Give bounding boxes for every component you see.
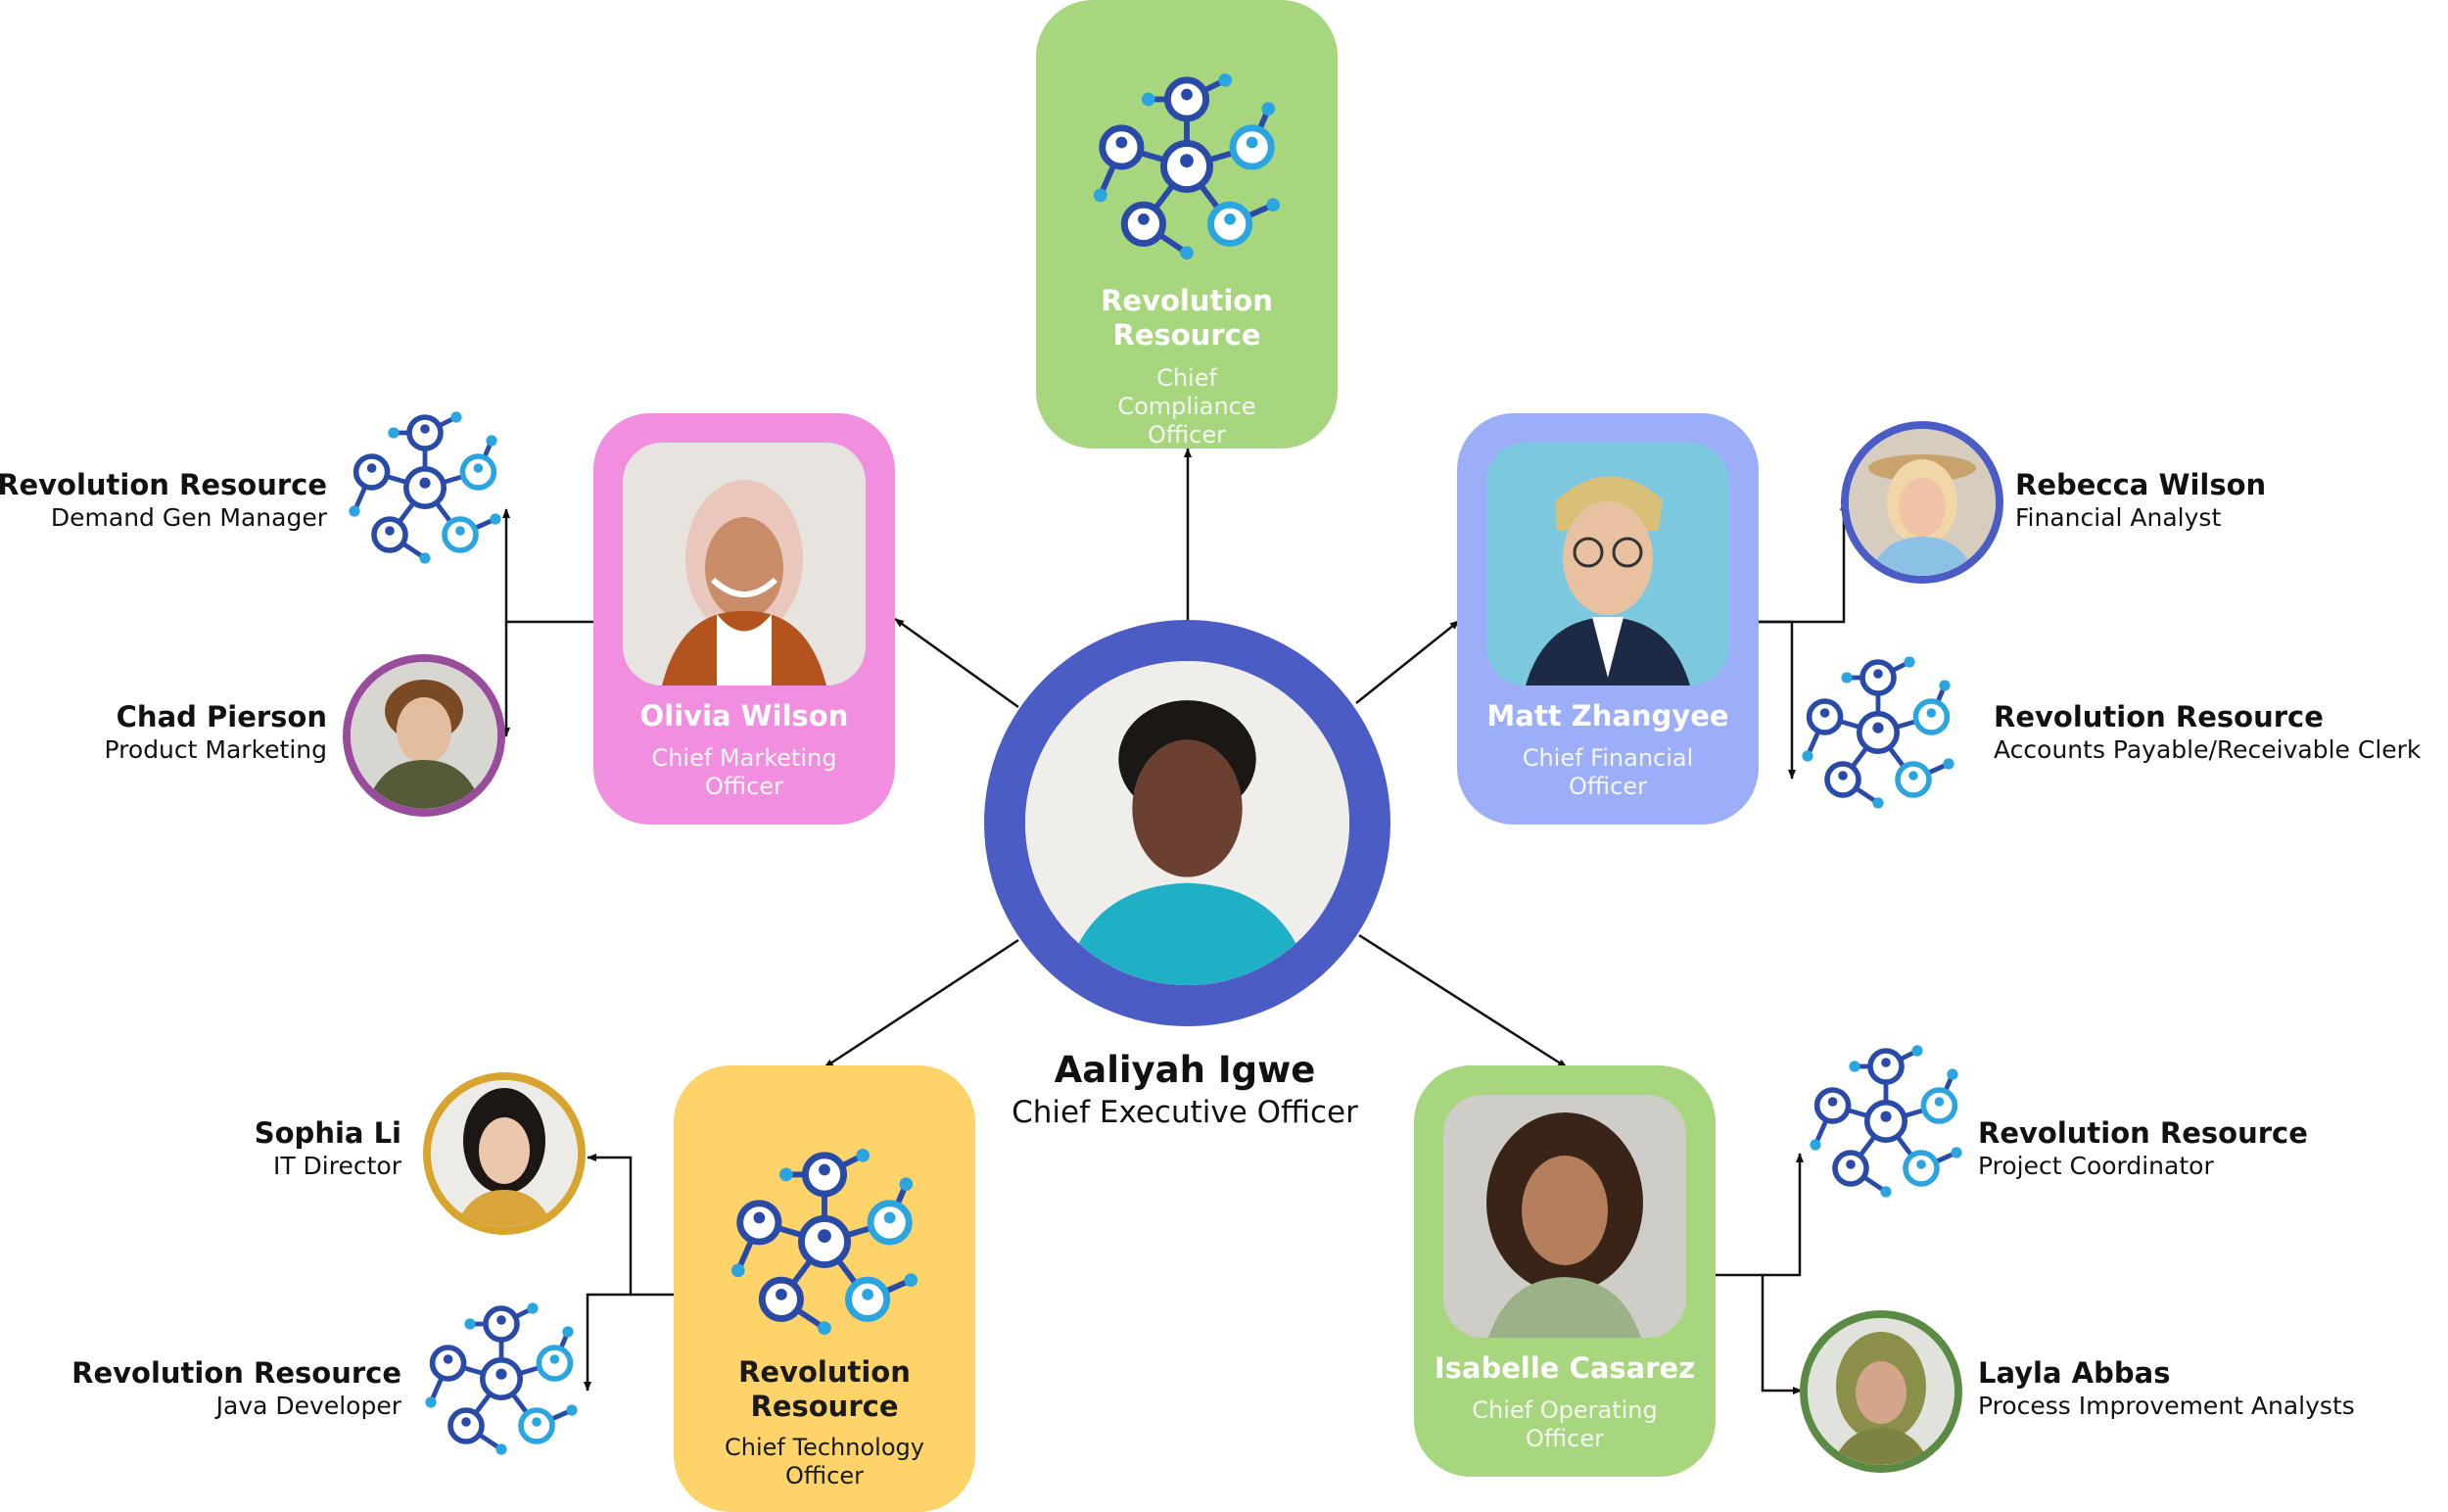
- report-java-dev: Revolution Resource Java Developer: [71, 1356, 401, 1423]
- card-title: Chief Operating Officer: [1472, 1396, 1658, 1452]
- report-ap-ar: Revolution Resource Accounts Payable/Rec…: [1994, 700, 2421, 767]
- people-network-icon: [1091, 71, 1283, 262]
- ceo-name: Aaliyah Igwe: [1054, 1049, 1316, 1091]
- photo-isabelle-casarez: [1443, 1095, 1686, 1338]
- ceo-label: Aaliyah Igwe Chief Executive Officer: [979, 1048, 1390, 1132]
- report-name: Layla Abbas: [1978, 1356, 2171, 1390]
- card-name: Revolution Resource: [1101, 284, 1273, 352]
- line-ceo-technology: [824, 938, 1019, 1069]
- line-ceo-financial: [1355, 620, 1460, 704]
- report-title: Project Coordinator: [1978, 1152, 2214, 1180]
- report-name: Revolution Resource: [71, 1356, 401, 1390]
- report-name: Revolution Resource: [1994, 700, 2324, 733]
- line-marketing-demand: [502, 508, 593, 624]
- report-title: Process Improvement Analysts: [1978, 1392, 2355, 1420]
- report-financial-analyst: Rebecca Wilson Financial Analyst: [2015, 468, 2266, 535]
- people-network-icon: [1800, 654, 1956, 811]
- line-ops-process: [1761, 1275, 1803, 1394]
- avatar-chad-pierson[interactable]: [343, 654, 505, 817]
- card-name: Revolution Resource: [738, 1355, 911, 1423]
- card-chief-marketing[interactable]: Olivia Wilson Chief Marketing Officer: [593, 413, 895, 825]
- report-demand-gen: Revolution Resource Demand Gen Manager: [0, 468, 327, 535]
- line-financial-analyst: [1758, 500, 1848, 624]
- card-name: Matt Zhangyee: [1486, 699, 1729, 732]
- report-project-coord: Revolution Resource Project Coordinator: [1978, 1116, 2308, 1183]
- report-name: Sophia Li: [254, 1116, 401, 1150]
- line-tech-it: [587, 1154, 674, 1297]
- report-it-director: Sophia Li IT Director: [255, 1116, 401, 1183]
- report-title: Financial Analyst: [2015, 503, 2222, 532]
- report-name: Revolution Resource: [1978, 1116, 2308, 1150]
- people-network-icon: [1808, 1043, 1964, 1200]
- card-chief-compliance[interactable]: Revolution Resource Chief Compliance Off…: [1036, 0, 1338, 449]
- ceo-photo[interactable]: [984, 620, 1390, 1026]
- people-network-icon: [347, 409, 503, 566]
- card-title: Chief Compliance Officer: [1117, 364, 1256, 449]
- card-chief-financial[interactable]: Matt Zhangyee Chief Financial Officer: [1457, 413, 1759, 825]
- card-title: Chief Marketing Officer: [651, 744, 837, 800]
- avatar-sophia-li[interactable]: [423, 1072, 586, 1235]
- report-title: Accounts Payable/Receivable Clerk: [1994, 735, 2422, 764]
- photo-olivia-wilson: [623, 443, 866, 685]
- report-title: IT Director: [272, 1152, 401, 1180]
- report-product-marketing: Chad Pierson Product Marketing: [105, 700, 327, 767]
- card-name: Olivia Wilson: [639, 699, 849, 732]
- ceo-title: Chief Executive Officer: [1012, 1095, 1358, 1130]
- report-name: Chad Pierson: [116, 700, 327, 733]
- card-chief-technology[interactable]: Revolution Resource Chief Technology Off…: [674, 1065, 975, 1512]
- photo-matt-zhangyee: [1486, 443, 1729, 685]
- line-tech-java: [584, 1293, 631, 1392]
- line-ceo-operating: [1358, 933, 1568, 1069]
- report-name: Revolution Resource: [0, 468, 327, 501]
- line-financial-apar: [1758, 620, 1796, 780]
- report-title: Java Developer: [215, 1392, 401, 1420]
- card-name: Isabelle Casarez: [1434, 1351, 1696, 1385]
- line-ceo-marketing: [894, 617, 1019, 709]
- avatar-layla-abbas[interactable]: [1800, 1310, 1962, 1473]
- report-process-improvement: Layla Abbas Process Improvement Analysts: [1978, 1356, 2355, 1423]
- report-name: Rebecca Wilson: [2015, 468, 2267, 501]
- card-title: Chief Technology Officer: [725, 1434, 924, 1489]
- report-title: Product Marketing: [104, 735, 327, 764]
- people-network-icon: [423, 1300, 580, 1457]
- card-title: Chief Financial Officer: [1522, 744, 1694, 800]
- line-ops-project: [1716, 1153, 1804, 1277]
- card-chief-operating[interactable]: Isabelle Casarez Chief Operating Officer: [1414, 1065, 1716, 1477]
- avatar-rebecca-wilson[interactable]: [1841, 421, 2003, 584]
- report-title: Demand Gen Manager: [50, 503, 327, 532]
- people-network-icon: [729, 1146, 920, 1338]
